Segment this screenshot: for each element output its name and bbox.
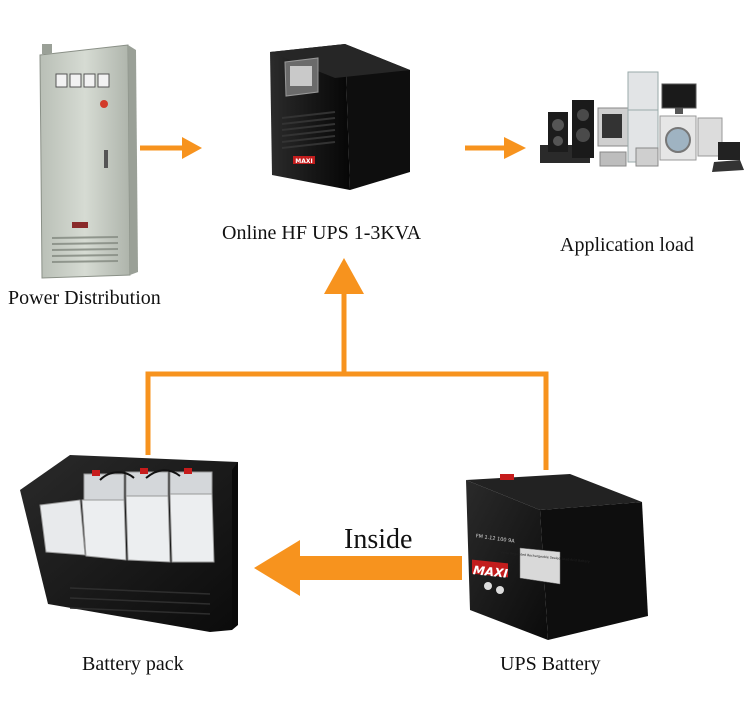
application-load-label: Application load <box>560 234 694 256</box>
home-appliances-icon <box>540 71 744 172</box>
ups-battery-model: FM 1.12 100 9A <box>475 533 515 544</box>
battery-cells <box>39 468 215 563</box>
inside-label: Inside <box>344 524 413 555</box>
arrow-power-to-ups-head <box>182 137 202 159</box>
arrow-inside <box>254 540 462 596</box>
power-distribution-label: Power Distribution <box>8 287 161 309</box>
arrow-battery-to-ups-head <box>324 258 364 294</box>
battery-bus-line <box>145 371 549 470</box>
power-distribution-cabinet-icon <box>39 44 138 279</box>
ups-battery-logo: MAXI <box>472 563 509 581</box>
ups-battery-icon: MAXI FM 1.12 100 9A Valve Regulated Rech… <box>466 474 648 640</box>
battery-pack-label: Battery pack <box>82 653 184 675</box>
ups-label: Online HF UPS 1-3KVA <box>222 222 422 244</box>
battery-pack-icon <box>20 455 238 632</box>
ups-tower-icon: MAXI <box>270 44 410 190</box>
flow-arrows <box>140 137 549 596</box>
ups-battery-label: UPS Battery <box>500 653 601 675</box>
arrow-ups-to-load-head <box>504 137 526 159</box>
ups-front-logo: MAXI <box>295 158 312 165</box>
